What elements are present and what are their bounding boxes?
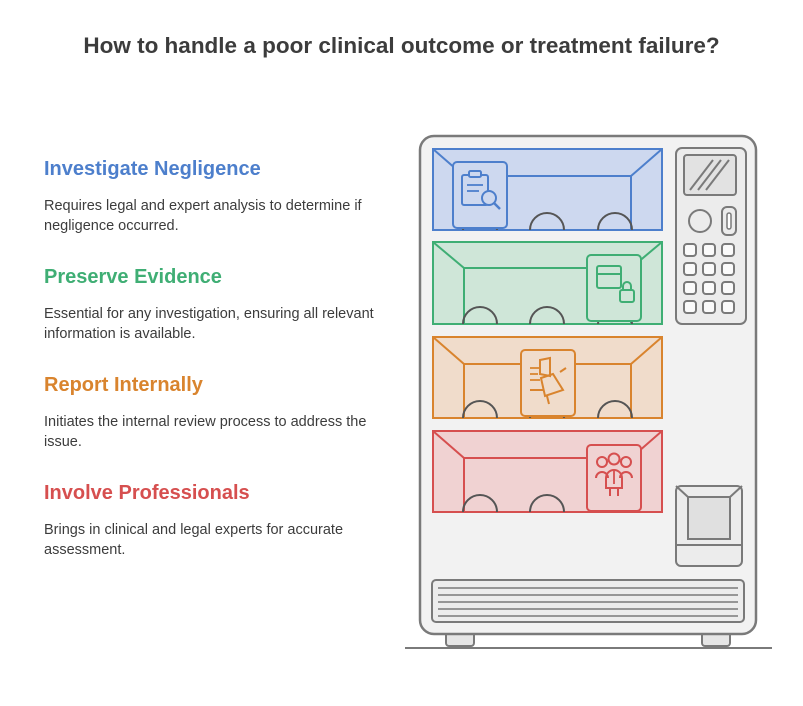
shelf-involve-professionals	[432, 430, 663, 513]
professionals-group-icon	[586, 444, 642, 512]
step-heading: Involve Professionals	[44, 482, 250, 504]
step-heading: Report Internally	[44, 374, 203, 396]
page-title: How to handle a poor clinical outcome or…	[83, 33, 720, 58]
shelf-investigate-negligence	[432, 148, 663, 231]
megaphone-report-icon	[520, 349, 576, 417]
step-report-internally: Report Internally Initiates the internal…	[44, 373, 384, 452]
step-description: Initiates the internal review process to…	[44, 414, 367, 450]
step-preserve-evidence: Preserve Evidence Essential for any inve…	[44, 265, 384, 344]
step-description: Requires legal and expert analysis to de…	[44, 198, 362, 234]
step-heading: Preserve Evidence	[44, 266, 222, 288]
step-investigate-negligence: Investigate Negligence Requires legal an…	[44, 157, 384, 236]
shelf-report-internally	[432, 336, 663, 419]
step-description: Essential for any investigation, ensurin…	[44, 306, 374, 342]
clipboard-search-icon	[452, 161, 508, 229]
step-heading: Investigate Negligence	[44, 158, 261, 180]
coin-button	[688, 209, 712, 233]
step-description: Brings in clinical and legal experts for…	[44, 522, 344, 558]
locked-box-icon	[586, 254, 642, 322]
control-panel	[675, 147, 747, 325]
shelf-preserve-evidence	[432, 241, 663, 325]
keypad	[683, 243, 735, 314]
bottom-vent	[431, 579, 745, 623]
step-involve-professionals: Involve Professionals Brings in clinical…	[44, 481, 384, 560]
pickup-door	[675, 485, 743, 567]
